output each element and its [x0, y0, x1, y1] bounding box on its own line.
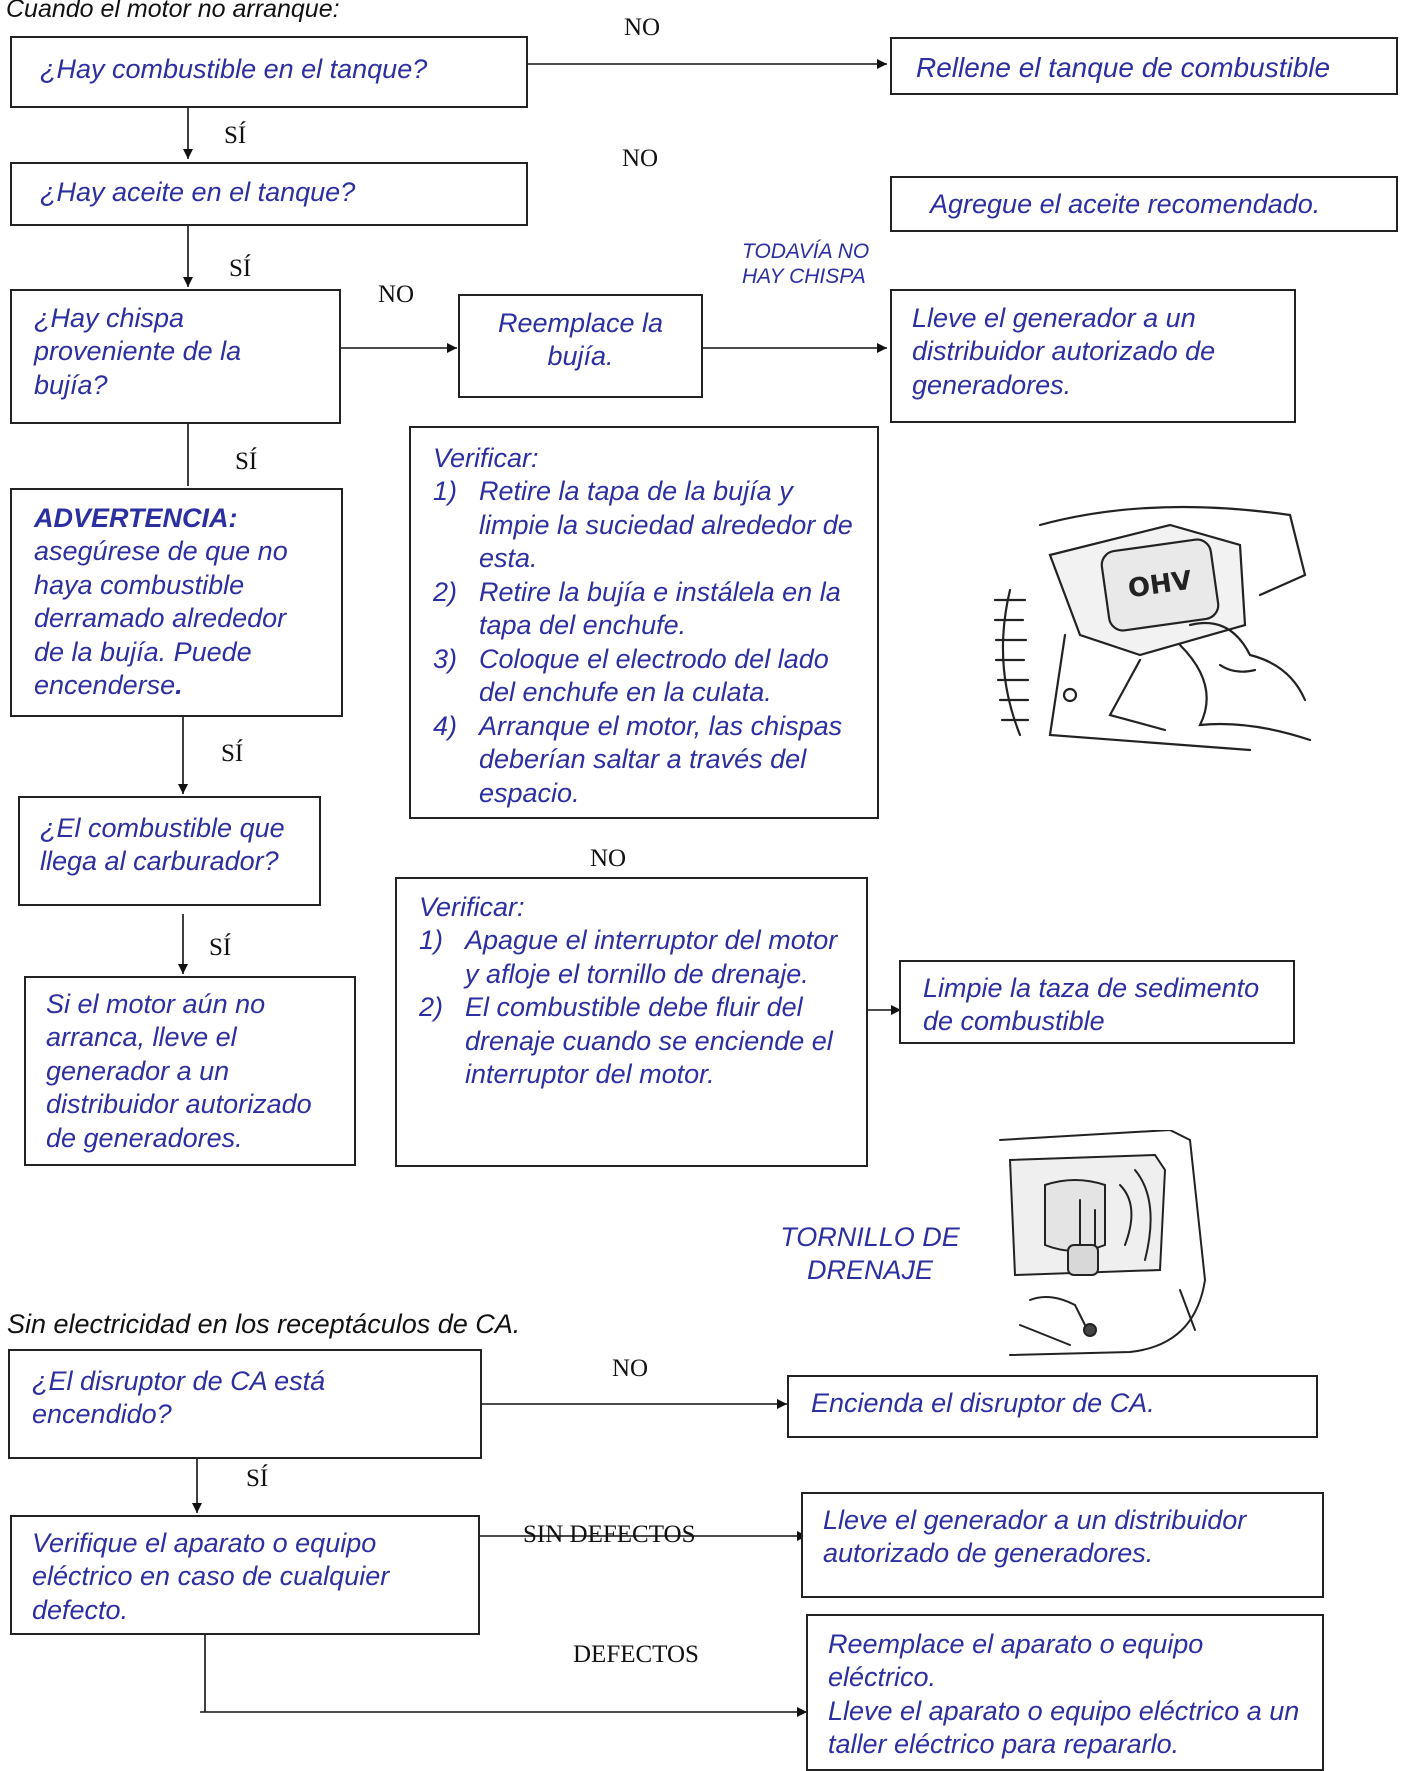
label-defects: DEFECTOS: [573, 1641, 699, 1668]
action-replace-text: Reemplace el aparato o equipo eléctrico.: [828, 1629, 1204, 1693]
action-take-to-dealer-2: Si el motor aún no arranca, lleve el gen…: [24, 976, 356, 1166]
question-spark: ¿Hay chispa proveniente de la bujía?: [10, 289, 341, 424]
warning-title: ADVERTENCIA:: [34, 503, 238, 533]
check-steps: 1)Apague el interruptor del motor y aflo…: [419, 924, 844, 1091]
check-step: 1)Retire la tapa de la bujía y limpie la…: [433, 476, 853, 574]
question-check-appliance: Verifique el aparato o equipo eléctrico …: [10, 1515, 480, 1635]
spark-plug-engine-illustration: OHV: [993, 505, 1312, 752]
section1-title: Cuando el motor no arranque:: [6, 0, 340, 23]
action-clean-sediment-cup: Limpie la taza de sedimento de combustib…: [899, 960, 1295, 1044]
question-oil: ¿Hay aceite en el tanque?: [10, 162, 528, 226]
label-no: NO: [624, 14, 661, 41]
action-take-to-dealer-3: Lleve el generador a un distribuidor aut…: [801, 1492, 1324, 1598]
action-turn-on-breaker: Encienda el disruptor de CA.: [787, 1375, 1318, 1438]
label-no: NO: [590, 845, 627, 872]
label-no: NO: [622, 145, 659, 172]
question-ac-breaker: ¿El disruptor de CA está encendido?: [8, 1349, 482, 1459]
label-yes: SÍ: [209, 934, 232, 961]
label-drain-screw: TORNILLO DE DRENAJE: [780, 1222, 960, 1286]
check-title: Verificar:: [433, 443, 539, 473]
check-title: Verificar:: [419, 892, 525, 922]
warning-box: ADVERTENCIA: asegúrese de que no haya co…: [10, 488, 343, 717]
check-step: 1)Apague el interruptor del motor y aflo…: [419, 925, 838, 989]
action-add-oil: Agregue el aceite recomendado.: [890, 176, 1398, 232]
check-step: 4)Arranque el motor, las chispas debería…: [433, 710, 843, 808]
label-still-no-spark: TODAVÍA NO HAY CHISPA: [742, 240, 870, 288]
label-yes: SÍ: [224, 122, 247, 149]
action-replace-repair-appliance: Reemplace el aparato o equipo eléctrico.…: [806, 1614, 1324, 1771]
action-repair-text: Lleve el aparato o equipo eléctrico a un…: [828, 1695, 1300, 1760]
warning-text: asegúrese de que no haya combustible der…: [34, 536, 288, 701]
warning-end: .: [175, 670, 183, 701]
question-carburetor: ¿El combustible que llega al carburador?: [18, 796, 321, 906]
label-no: NO: [612, 1355, 649, 1382]
check-steps: 1)Retire la tapa de la bujía y limpie la…: [433, 475, 855, 810]
check-step: 2)El combustible debe fluir del drenaje …: [419, 992, 833, 1090]
label-no-defects: SIN DEFECTOS: [523, 1521, 696, 1548]
label-yes: SÍ: [221, 740, 244, 767]
check-fuel-flow-box: Verificar: 1)Apague el interruptor del m…: [395, 877, 868, 1167]
check-spark-box: Verificar: 1)Retire la tapa de la bujía …: [409, 426, 879, 819]
action-take-to-dealer: Lleve el generador a un distribuidor aut…: [890, 289, 1296, 423]
label-yes: SÍ: [246, 1465, 269, 1492]
drain-screw-illustration: [999, 1130, 1207, 1356]
check-step: 2)Retire la bujía e instálela en la tapa…: [433, 576, 841, 641]
label-yes: SÍ: [229, 255, 252, 282]
action-replace-plug: Reemplace la bujía.: [458, 294, 703, 398]
check-step: 3)Coloque el electrodo del lado del ench…: [433, 643, 829, 708]
label-no: NO: [378, 281, 415, 308]
action-fill-fuel: Rellene el tanque de combustible: [890, 37, 1398, 95]
section2-title: Sin electricidad en los receptáculos de …: [7, 1309, 521, 1339]
question-fuel: ¿Hay combustible en el tanque?: [10, 36, 528, 108]
label-yes: SÍ: [235, 448, 258, 475]
